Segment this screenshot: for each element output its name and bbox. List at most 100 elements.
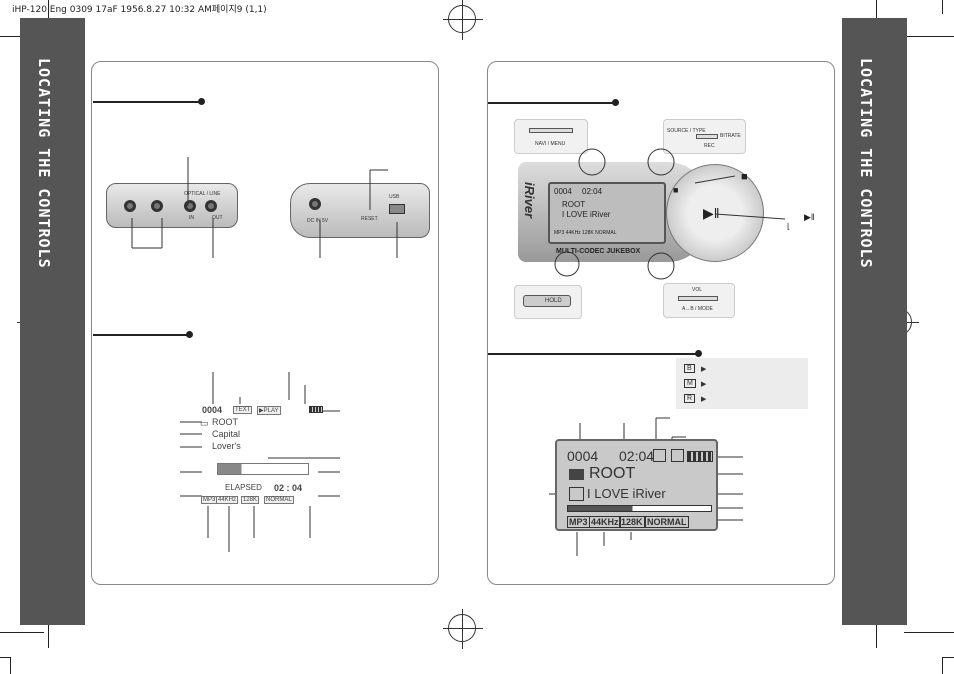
play-pause-icon[interactable]: ▶‖ — [703, 205, 720, 221]
note-icon — [569, 487, 584, 501]
bitrate-label: BITRATE — [720, 133, 741, 139]
mode-legend: B ▶ M ▶ R ▶ — [676, 358, 808, 409]
time-text: 02 : 04 — [274, 483, 303, 493]
crop-mark — [942, 657, 943, 674]
vol-label: VOL — [692, 287, 703, 293]
line3-text: Lover's — [212, 441, 241, 451]
crop-mark — [0, 657, 10, 658]
brand-text: iRiver — [522, 182, 537, 219]
arrow-icon: ▶ — [701, 381, 707, 388]
device-bottom-view: DC IN 5V RESET USB — [290, 183, 430, 238]
slider-icon — [678, 296, 718, 301]
crop-mark — [48, 0, 49, 34]
hold-switch-icon — [523, 295, 571, 307]
format-tag: MP3 — [567, 516, 590, 528]
hold-box: HOLD — [514, 285, 582, 319]
arrow-icon: ▶ — [701, 366, 707, 373]
crop-mark — [942, 657, 954, 658]
section-line — [93, 331, 193, 338]
counter-text: 0004 — [202, 405, 223, 415]
battery-icon — [687, 451, 713, 462]
control-wheel[interactable]: ■ ▶‖ — [666, 164, 764, 262]
time-text: 02:04 — [619, 448, 655, 464]
lock-icon — [653, 449, 666, 462]
line2-text: Capital — [212, 429, 241, 439]
screen-line1: ROOT — [562, 200, 586, 209]
battery-icon — [309, 406, 323, 413]
play-callout-icon: ▶‖ — [804, 212, 815, 222]
eq-tag: NORMAL — [264, 496, 294, 504]
rec-label: REC — [704, 143, 715, 149]
screen-counter: 0004 — [554, 187, 572, 196]
stop-icon[interactable]: ■ — [673, 185, 679, 195]
text-tag: TEXT — [233, 406, 253, 414]
large-lcd-diagram: 0004 02:04 ROOT I LOVE iRiver MP3 44KHz … — [555, 439, 718, 531]
jack-icon — [124, 200, 136, 212]
usb-port-icon — [389, 204, 405, 214]
out-label: OUT — [212, 215, 223, 221]
reset-label: RESET — [361, 216, 378, 222]
ab-mode-label: A↔B / MODE — [682, 306, 713, 312]
lcd-display-diagram: 0004 TEXT ▶PLAY ▭ ROOT Capital Lover's E… — [197, 400, 327, 508]
jack-icon — [205, 200, 217, 212]
slider-icon — [696, 134, 718, 139]
in-label: IN — [189, 215, 194, 221]
rate-tag: 44KHz — [216, 496, 239, 504]
sidebar-title: LOCATING THE CONTROLS — [857, 58, 875, 269]
player-screen: 0004 02:04 ROOT I LOVE iRiver MP3 44KHz … — [548, 182, 666, 244]
progress-bar — [567, 505, 712, 512]
arrow-icon: ▶ — [701, 396, 707, 403]
section-line — [488, 99, 619, 106]
eq-tag: NORMAL — [645, 516, 689, 528]
player-illustration: iRiver 0004 02:04 ROOT I LOVE iRiver MP3… — [518, 162, 773, 266]
line2-text: I LOVE iRiver — [587, 486, 666, 501]
crop-mark — [904, 632, 954, 633]
play-tag: ▶PLAY — [257, 406, 281, 415]
format-tag: MP3 — [201, 496, 218, 504]
jack-icon — [184, 200, 196, 212]
dc-in-icon — [309, 198, 321, 210]
bitrate-tag: 128K — [619, 516, 645, 528]
hold-label: HOLD — [545, 298, 562, 304]
bitrate-tag: 128K — [241, 496, 260, 504]
usb-label: USB — [389, 194, 400, 200]
vol-box: VOL A↔B / MODE — [663, 283, 735, 318]
crop-mark — [48, 608, 49, 648]
crop-mark — [876, 0, 877, 34]
screen-line2: I LOVE iRiver — [562, 210, 611, 219]
source-label: SOURCE / TYPE — [667, 128, 706, 134]
bracket-glyph: ⌊ — [787, 222, 791, 231]
repeat-icon — [671, 449, 684, 462]
folder-icon — [569, 469, 584, 480]
crop-mark — [942, 0, 943, 14]
b-icon: B — [684, 364, 695, 373]
optical-line-label: OPTICAL / LINE — [184, 191, 221, 197]
page-header: iHP-120 Eng 0309 17aF 1956.8.27 10:32 AM… — [12, 5, 267, 15]
crop-mark — [876, 608, 877, 648]
source-box: SOURCE / TYPE BITRATE REC — [663, 119, 746, 154]
elapsed-label: ELAPSED — [225, 483, 262, 492]
left-sidebar: LOCATING THE CONTROLS — [20, 18, 85, 625]
screen-info: MP3 44KHz 128K NORMAL — [554, 230, 617, 236]
line1-text: ROOT — [589, 465, 636, 482]
progress-bar — [217, 463, 309, 475]
crop-mark — [10, 657, 11, 674]
crop-mark — [904, 36, 954, 37]
registration-mark — [443, 609, 483, 649]
stop-callout-icon: ■ — [741, 171, 748, 183]
right-sidebar: LOCATING THE CONTROLS — [842, 18, 907, 625]
folder-icon: ▭ — [200, 418, 209, 428]
counter-text: 0004 — [567, 448, 599, 464]
crop-mark — [0, 632, 44, 633]
navi-menu-box: NAVI / MENU — [514, 119, 588, 154]
navi-label: NAVI / MENU — [535, 141, 566, 147]
section-line — [93, 98, 205, 105]
device-top-view: OPTICAL / LINE IN OUT — [106, 183, 238, 228]
sidebar-title: LOCATING THE CONTROLS — [35, 58, 53, 269]
r-icon: R — [684, 394, 696, 403]
screen-time: 02:04 — [582, 187, 603, 196]
section-line — [488, 350, 702, 357]
rate-tag: 44KHz — [589, 516, 621, 528]
registration-mark — [443, 0, 483, 40]
m-icon: M — [684, 379, 696, 388]
